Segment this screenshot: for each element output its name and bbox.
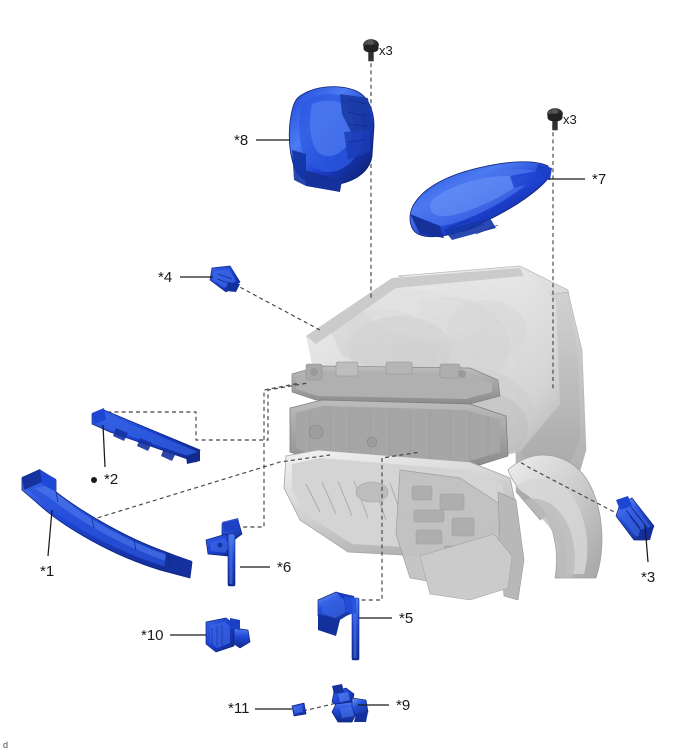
callout-label-4: *4 <box>158 269 173 286</box>
dashed-part-5 <box>340 451 421 601</box>
leader-2 <box>102 424 106 468</box>
callout-label-5: *5 <box>399 610 414 627</box>
part-headlamp-right <box>409 161 552 240</box>
dashed-part-11 <box>302 702 338 712</box>
leader-3 <box>644 524 649 563</box>
callout-label-11: *11 <box>228 700 250 717</box>
dashed-part-4 <box>233 283 321 331</box>
dashed-part-6 <box>236 382 301 528</box>
callout-label-6: *6 <box>277 559 292 576</box>
callout-label-2: *2 <box>104 471 119 488</box>
bolt-quantity-left: x3 <box>379 43 393 58</box>
alignment-dashed-paths <box>83 56 621 712</box>
part-lower-side-bracket-left <box>205 518 243 587</box>
part-side-retainer-clip <box>615 496 655 541</box>
part-upper-bracket <box>209 265 241 293</box>
callout-label-10: *10 <box>141 627 164 644</box>
leader-1 <box>47 509 53 557</box>
vehicle-front-end-assembly <box>283 265 603 601</box>
dashed-part-2 <box>100 382 309 441</box>
callout-label-3: *3 <box>641 569 656 586</box>
callout-label-8: *8 <box>234 132 249 149</box>
part-mounting-block <box>205 617 251 653</box>
corner-mark: d <box>3 740 9 750</box>
dashed-part-3 <box>519 461 621 516</box>
part-connector-clamp <box>331 684 369 723</box>
bolt-icon-left <box>363 39 379 62</box>
part-lower-side-bracket <box>317 591 360 661</box>
callout-leader-lines <box>47 139 649 710</box>
bolt-icon-right <box>547 108 563 131</box>
callout-label-1: *1 <box>40 563 55 580</box>
callout-bullet-2 <box>91 477 97 483</box>
bolt-quantity-right: x3 <box>563 112 577 127</box>
dashed-part-1 <box>83 454 331 523</box>
part-small-clip <box>291 702 307 717</box>
callout-label-7: *7 <box>592 171 607 188</box>
part-upper-radiator-support-brace <box>91 408 201 464</box>
part-headlamp-left <box>288 86 375 192</box>
part-front-bumper-reinforcement <box>21 469 193 579</box>
callout-label-9: *9 <box>396 697 411 714</box>
